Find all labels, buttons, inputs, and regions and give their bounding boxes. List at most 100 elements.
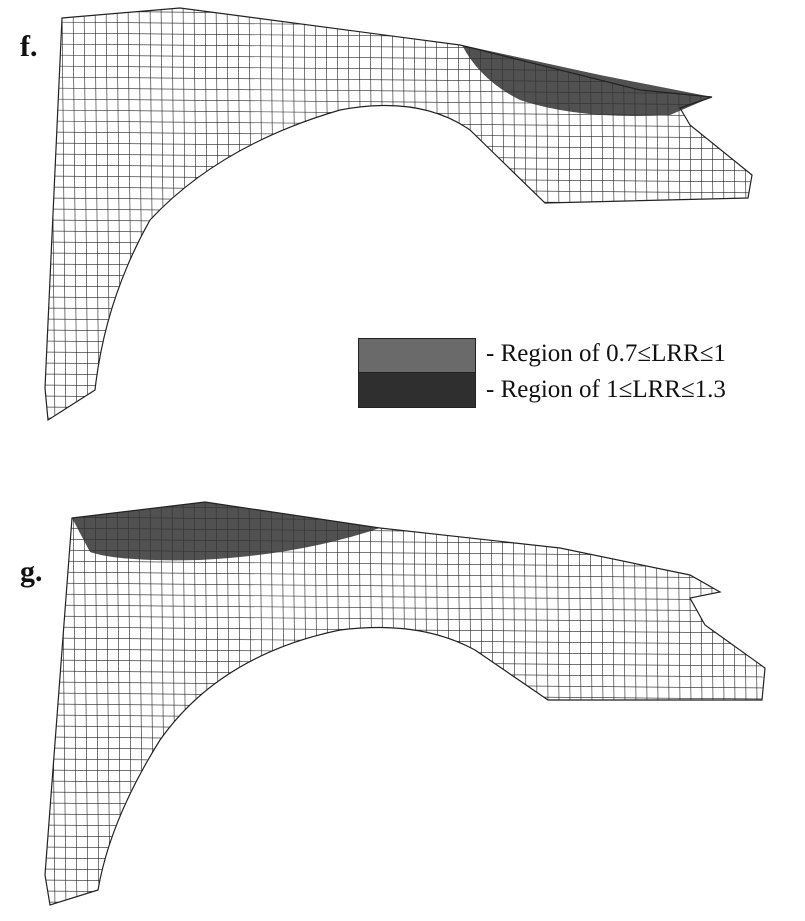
mesh-line: [578, 502, 584, 905]
mesh-line: [45, 758, 765, 766]
mesh-line: [45, 692, 765, 700]
mesh-line: [45, 802, 765, 810]
mesh-line: [45, 648, 765, 656]
mesh-line: [45, 670, 765, 678]
mesh-line: [501, 502, 507, 905]
mesh-line: [83, 502, 89, 905]
mesh-line: [710, 502, 716, 905]
mesh-line: [567, 502, 573, 905]
mesh-line: [72, 8, 78, 420]
mesh-line: [50, 502, 56, 905]
mesh-line: [270, 502, 276, 905]
panel-label-g: g.: [20, 555, 43, 588]
mesh-line: [45, 659, 765, 667]
mesh-line: [40, 495, 44, 910]
mesh-line: [45, 571, 765, 579]
mesh-line: [45, 626, 765, 634]
mesh-line: [45, 736, 765, 744]
mesh-line: [45, 901, 765, 905]
mesh-line: [45, 846, 765, 854]
mesh-line: [413, 502, 419, 905]
mesh-line: [45, 637, 765, 645]
mesh-line: [358, 502, 364, 905]
mesh-line: [45, 780, 765, 788]
mesh-line: [248, 502, 254, 905]
panel-label-f: f.: [20, 30, 38, 63]
mesh-line: [281, 502, 287, 905]
mesh-line: [314, 502, 320, 905]
mesh-line: [589, 502, 595, 905]
mesh-line: [633, 502, 639, 905]
mesh-line: [45, 835, 765, 843]
mesh-line: [83, 8, 89, 420]
mesh-line: [523, 502, 529, 905]
mesh-line: [699, 502, 705, 905]
mesh-line: [721, 502, 727, 905]
mesh-line: [45, 615, 765, 623]
mesh-line: [237, 502, 243, 905]
fender-outline-f: [44, 7, 753, 422]
mesh-line: [45, 725, 765, 733]
mesh-line: [534, 502, 540, 905]
mesh-line: [72, 502, 78, 905]
mesh-line: [94, 502, 100, 905]
mesh-line: [45, 593, 765, 601]
mesh-line: [45, 604, 765, 612]
mesh-line: [424, 502, 430, 905]
mesh-line: [611, 502, 617, 905]
region-dark-g: [72, 502, 380, 561]
mesh-line: [45, 681, 765, 689]
legend-label-dark: - Region of 1≤LRR≤1.3: [486, 376, 726, 403]
mesh-line: [259, 502, 265, 905]
mesh-line: [732, 502, 738, 905]
mesh-line: [45, 582, 765, 590]
mesh-line: [666, 502, 672, 905]
mesh-line: [45, 714, 765, 722]
mesh-line: [45, 868, 765, 876]
mesh-line: [40, 495, 770, 501]
mesh-line: [677, 502, 683, 905]
mesh-line: [754, 502, 760, 905]
mesh-line: [391, 502, 397, 905]
mesh-line: [336, 502, 342, 905]
mesh-line: [45, 747, 765, 755]
mesh-line: [45, 824, 765, 832]
legend-swatch-dark: [358, 372, 476, 408]
mesh-line: [45, 560, 765, 568]
region-dark-f: [462, 45, 712, 116]
mesh-line: [743, 502, 749, 905]
mesh-line: [766, 495, 770, 910]
mesh-line: [380, 502, 386, 905]
mesh-line: [94, 8, 100, 420]
mesh-line: [479, 502, 485, 905]
mesh-line: [45, 813, 765, 821]
mesh-line: [292, 502, 298, 905]
mesh-line: [105, 502, 111, 905]
mesh-line: [457, 502, 463, 905]
mesh-line: [45, 879, 765, 887]
mesh-line: [490, 502, 496, 905]
legend-label-light: - Region of 0.7≤LRR≤1: [486, 340, 726, 367]
mesh-line: [435, 502, 441, 905]
mesh-line: [446, 502, 452, 905]
mesh-line: [61, 502, 67, 905]
mesh-line: [512, 502, 518, 905]
mesh-line: [45, 791, 765, 799]
mesh-line: [45, 857, 765, 865]
fender-mesh-f: [44, 7, 753, 422]
mesh-line: [545, 502, 551, 905]
mesh-line: [45, 769, 765, 777]
mesh-line: [45, 890, 765, 898]
mesh-line: [655, 502, 661, 905]
mesh-line: [468, 502, 474, 905]
mesh-line: [688, 502, 694, 905]
fender-outline-g: [44, 501, 766, 906]
mesh-line: [61, 8, 67, 420]
mesh-line: [45, 703, 765, 711]
legend-swatch-light: [358, 338, 476, 374]
mesh-line: [347, 502, 353, 905]
mesh-line: [622, 502, 628, 905]
mesh-line: [325, 502, 331, 905]
mesh-line: [402, 502, 408, 905]
